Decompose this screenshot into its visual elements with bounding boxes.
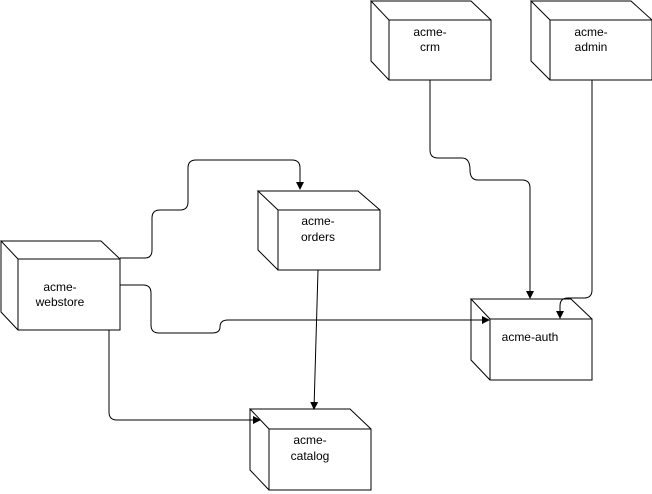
node-acme-admin-label-2: admin <box>575 40 608 54</box>
edge-webstore-to-orders <box>120 159 304 259</box>
node-acme-orders[interactable]: acme- orders <box>256 190 381 271</box>
edge-crm-to-auth <box>429 80 534 299</box>
node-acme-auth[interactable]: acme-auth <box>469 298 593 381</box>
edge-orders-to-catalog <box>310 269 319 410</box>
edge-admin-to-auth <box>556 80 593 319</box>
node-acme-webstore-label-2: webstore <box>35 295 85 309</box>
node-acme-admin-label-1: acme- <box>574 25 607 39</box>
node-acme-catalog[interactable]: acme- catalog <box>248 408 372 491</box>
node-acme-auth-label-1: acme-auth <box>502 330 559 344</box>
node-acme-crm-label-1: acme- <box>413 25 446 39</box>
node-acme-webstore[interactable]: acme- webstore <box>0 240 121 331</box>
node-acme-orders-label-2: orders <box>301 230 335 244</box>
node-acme-crm-label-2: crm <box>420 40 440 54</box>
edge-webstore-to-auth <box>120 284 490 334</box>
node-acme-webstore-label-1: acme- <box>43 280 76 294</box>
node-acme-crm[interactable]: acme- crm <box>369 0 492 81</box>
edges-layer <box>108 80 593 424</box>
node-acme-catalog-label-2: catalog <box>291 449 330 463</box>
node-acme-orders-label-1: acme- <box>301 214 334 228</box>
node-acme-admin[interactable]: acme- admin <box>529 0 652 81</box>
edge-webstore-to-catalog <box>108 330 261 424</box>
node-acme-catalog-label-1: acme- <box>293 433 326 447</box>
